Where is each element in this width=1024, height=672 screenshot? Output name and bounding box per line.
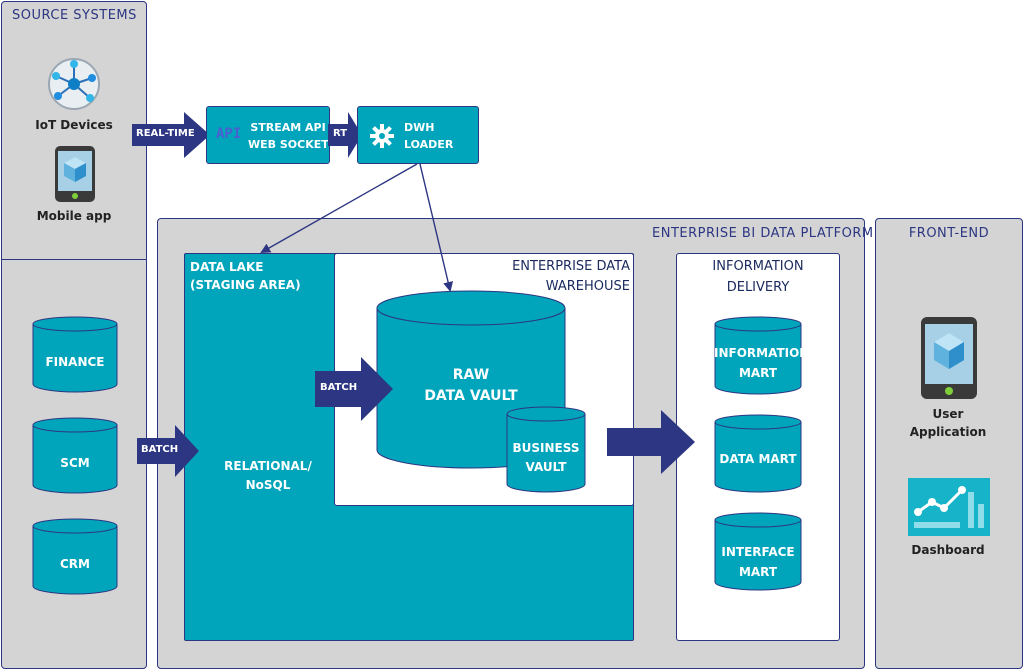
data-mart-cylinder	[714, 414, 802, 493]
dashboard-icon	[908, 478, 990, 536]
source-systems-title: SOURCE SYSTEMS	[12, 8, 137, 23]
realtime-arrow	[132, 112, 210, 158]
batch-dwh-arrow	[315, 357, 393, 421]
business-label: BUSINESS	[512, 441, 580, 455]
info-delivery-title-line2: DELIVERY	[726, 280, 790, 295]
stream-api-label: STREAM API	[250, 121, 326, 134]
dashboard-label: Dashboard	[911, 543, 985, 557]
scm-label: SCM	[60, 456, 90, 470]
information-mart-cylinder	[714, 316, 802, 395]
interface-mart-cylinder	[714, 512, 802, 591]
enterprise-bi-title: ENTERPRISE BI DATA PLATFORM	[652, 226, 874, 241]
loader-label: LOADER	[404, 138, 454, 151]
source-systems-divider	[1, 259, 147, 260]
scm-db-cylinder	[32, 417, 118, 494]
finance-db-cylinder	[32, 316, 118, 393]
interface-mart-label: INTERFACE	[721, 545, 795, 559]
iot-devices-label: IoT Devices	[35, 118, 113, 132]
gear-icon	[370, 124, 394, 148]
rt-label: RT	[332, 128, 348, 139]
batch-dwh-label: BATCH	[320, 382, 358, 393]
vault-label: VAULT	[525, 460, 567, 474]
raw-label: RAW	[452, 367, 490, 383]
information-mart-label: INFORMATION	[714, 346, 810, 360]
relational-label: RELATIONAL/	[224, 459, 312, 473]
front-end-panel	[875, 218, 1023, 669]
crm-label: CRM	[60, 557, 90, 571]
front-end-title: FRONT-END	[908, 226, 990, 241]
web-socket-label: WEB SOCKET	[248, 138, 329, 151]
batch-in-arrow	[137, 425, 199, 477]
nosql-label: NoSQL	[245, 478, 291, 492]
user-application-icon	[921, 317, 977, 399]
data-vault-label: DATA VAULT	[424, 388, 518, 404]
batch-in-label: BATCH	[141, 444, 179, 455]
data-mart-label: DATA MART	[719, 452, 797, 466]
api-icon: API	[216, 126, 242, 142]
delivery-arrow	[607, 410, 695, 474]
staging-area-subtitle: (STAGING AREA)	[190, 278, 301, 292]
dwh-label: DWH	[404, 121, 435, 134]
realtime-label: REAL-TIME	[136, 128, 195, 139]
crm-db-cylinder	[32, 518, 118, 595]
rt-arrow	[328, 112, 362, 158]
mobile-app-label: Mobile app	[36, 209, 112, 223]
user-label: User	[932, 407, 964, 421]
data-lake-title: DATA LAKE	[190, 260, 264, 274]
stream-api-box	[206, 106, 330, 164]
mobile-app-icon	[55, 146, 95, 202]
finance-label: FINANCE	[45, 355, 105, 369]
loader-to-edw-line	[419, 163, 454, 292]
information-mart-label-line2: MART	[738, 366, 778, 380]
edw-title: ENTERPRISE DATA	[512, 259, 630, 274]
business-vault-cylinder	[506, 406, 586, 493]
edw-title-line2: WAREHOUSE	[545, 279, 630, 294]
interface-mart-label-line2: MART	[738, 565, 778, 579]
application-label: Application	[909, 425, 987, 439]
iot-devices-icon	[48, 58, 100, 110]
loader-to-data-lake-line	[260, 163, 418, 253]
info-delivery-title: INFORMATION	[712, 259, 804, 274]
